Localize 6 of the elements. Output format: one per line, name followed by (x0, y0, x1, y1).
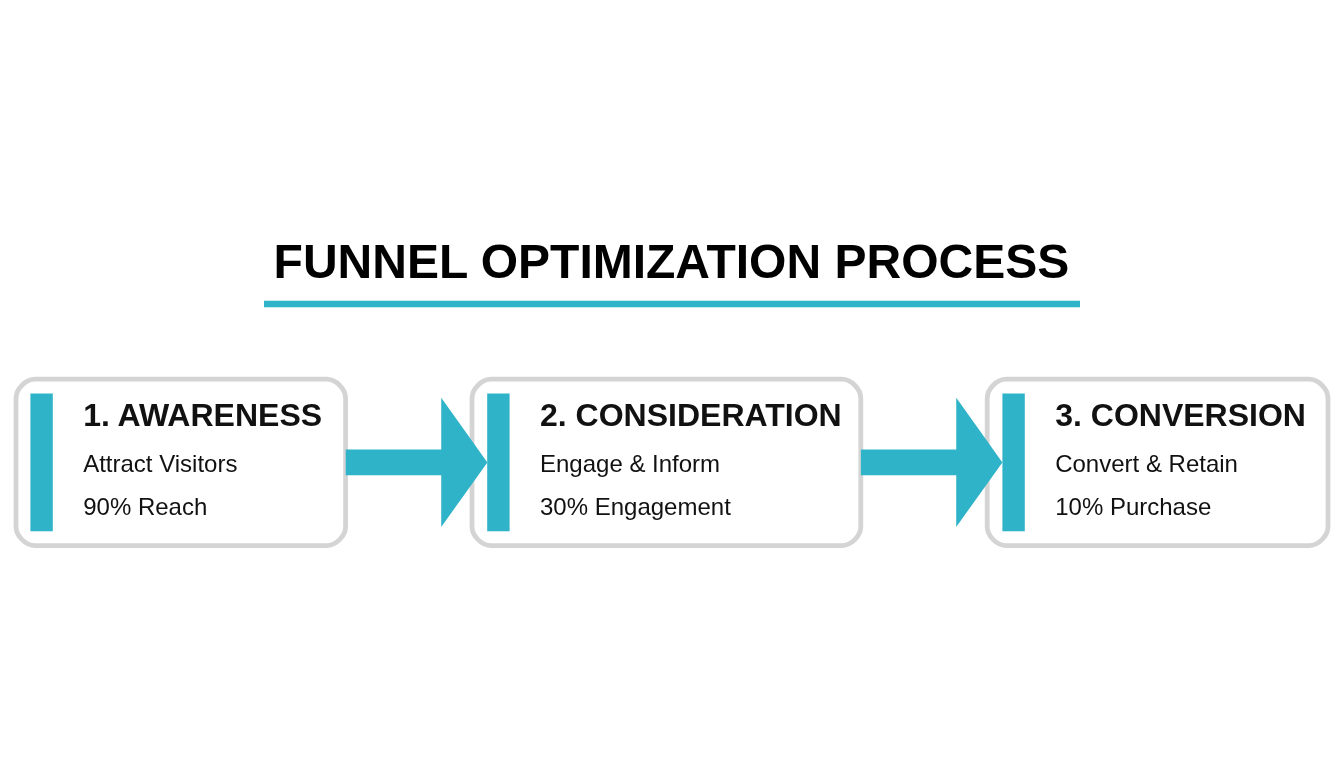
node-box: 1. AWARENESS Attract Visitors 90% Reach (13, 376, 348, 548)
node-box: 2. CONSIDERATION Engage & Inform 30% Engagement (469, 376, 864, 548)
arrow (345, 397, 488, 527)
diagram-title: FUNNEL OPTIMIZATION PROCESS (273, 235, 1070, 289)
arrow (860, 397, 1003, 527)
node-box: 3. CONVERSION Convert & Retain 10% Purchase (984, 376, 1331, 548)
